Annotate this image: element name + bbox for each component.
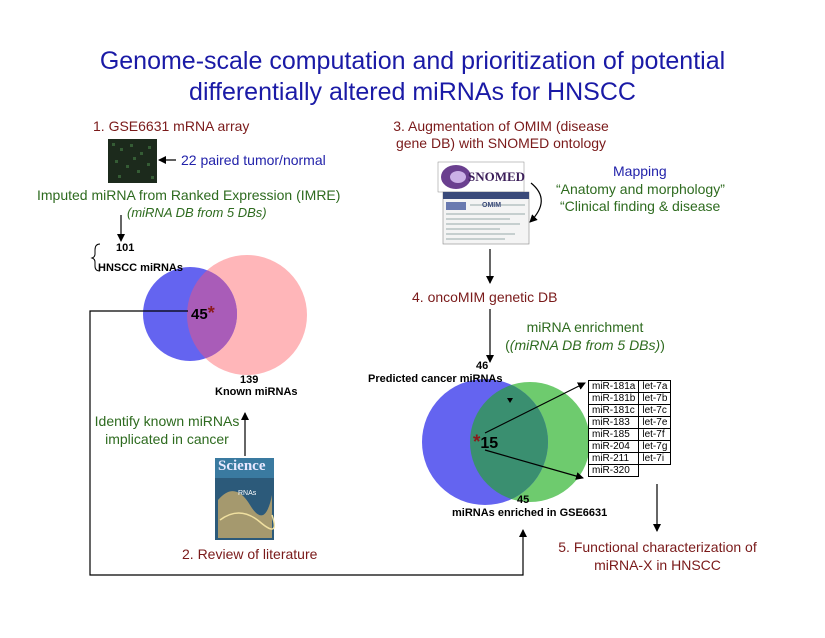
mapping-title: Mapping [613, 163, 667, 179]
omim-text-lines [446, 204, 525, 240]
enriched-label: miRNAs enriched in GSE6631 [452, 507, 608, 519]
step5-line2: miRNA-X in HNSCC [594, 557, 721, 573]
enrichment-line2: ((miRNA DB from 5 DBs)) [505, 337, 665, 353]
snomed-logo-text: SNOMED [468, 169, 526, 184]
known-label: Known miRNAs [215, 386, 298, 398]
mirna-name-cell: miR-320 [587, 464, 640, 477]
science-cover-text: RNAs [238, 490, 257, 497]
identify-line1: Identify known miRNAs [94, 413, 240, 429]
mapping-curve-arrow [529, 182, 542, 223]
mirna-name-cell: miR-211 [587, 452, 640, 465]
mirna-name-cell: miR-185 [587, 428, 640, 441]
omim-logo-box [446, 202, 466, 210]
science-cover-header [215, 458, 274, 478]
predicted-count: 46 [476, 360, 489, 372]
step3-line2: gene DB) with SNOMED ontology [395, 135, 607, 151]
omim-title-text: OMIM [482, 202, 502, 209]
enrichment-line2-text: (miRNA DB from 5 DBs) [509, 337, 661, 353]
right-overlap-region [470, 382, 548, 502]
mirna-name-cell: miR-181c [587, 404, 640, 417]
step2-label: 2. Review of literature [182, 546, 318, 562]
mapping-item-anatomy: “Anatomy and morphology” [556, 181, 725, 197]
imre-sublabel-text: (miRNA DB from 5 DBs) [127, 205, 267, 220]
step4-label: 4. oncoMIM genetic DB [412, 289, 558, 305]
imre-label: Imputed miRNA from Ranked Expression (IM… [37, 187, 341, 203]
let7-name-cell: let-7f [638, 428, 672, 441]
science-cover-art [218, 491, 272, 538]
array-spots [112, 143, 154, 179]
let7-name-cell: let-7i [638, 452, 672, 465]
left-overlap-region [187, 267, 237, 361]
paired-samples-note: 22 paired tumor/normal [181, 152, 326, 168]
feedback-connector [89, 310, 527, 576]
left-overlap-count: 45* [191, 303, 215, 324]
mirna-name-cell: miR-181a [587, 380, 640, 393]
overlap-to-table-arrow-bottom [484, 449, 584, 480]
right-venn-marker [507, 398, 513, 403]
snomed-logo-highlight [450, 171, 466, 183]
mirna-name-cell: miR-183 [587, 416, 640, 429]
step1-label: 1. GSE6631 mRNA array [93, 118, 250, 134]
science-journal-title: Science [218, 458, 266, 474]
hnscc-brace [90, 243, 101, 272]
step5-line1: 5. Functional characterization of [558, 539, 757, 555]
mirna-name-cell: miR-181b [587, 392, 640, 405]
overlap-to-table-arrow-top [484, 382, 586, 434]
right-overlap-value: 15 [480, 435, 499, 452]
left-overlap-value: 45 [191, 306, 208, 323]
enriched-count: 45 [517, 494, 530, 506]
predicted-label: Predicted cancer miRNAs [368, 373, 503, 385]
let7-name-cell: let-7c [638, 404, 672, 417]
science-cover-wave [219, 512, 275, 530]
hnscc-count: 101 [116, 242, 135, 254]
left-star-mark: * [207, 303, 215, 323]
mirna-table-row: miR-320 [587, 464, 671, 477]
let7-name-cell: let-7a [638, 380, 672, 393]
omim-header-bar [443, 192, 529, 199]
let7-name-cell: let-7e [638, 416, 672, 429]
identify-line2: implicated in cancer [105, 431, 229, 447]
step3-line1: 3. Augmentation of OMIM (disease [393, 118, 609, 134]
enrichment-line1: miRNA enrichment [526, 319, 644, 335]
page-title-line1: Genome-scale computation and prioritizat… [99, 47, 726, 75]
right-star-mark: * [473, 432, 481, 453]
let7-name-cell: let-7g [638, 440, 672, 453]
hnscc-label: HNSCC miRNAs [98, 262, 183, 274]
known-count: 139 [240, 374, 259, 386]
let7-name-cell [639, 465, 671, 477]
imre-sublabel: (miRNA DB from 5 DBs) [127, 205, 267, 220]
right-overlap-count: *15 [473, 432, 498, 454]
page-title-line2: differentially altered miRNAs for HNSCC [189, 78, 636, 106]
omim-screenshot [442, 191, 530, 245]
mirna-name-cell: miR-204 [587, 440, 640, 453]
let7-name-cell: let-7b [638, 392, 672, 405]
mapping-item-clinical: “Clinical finding & disease [560, 198, 721, 214]
